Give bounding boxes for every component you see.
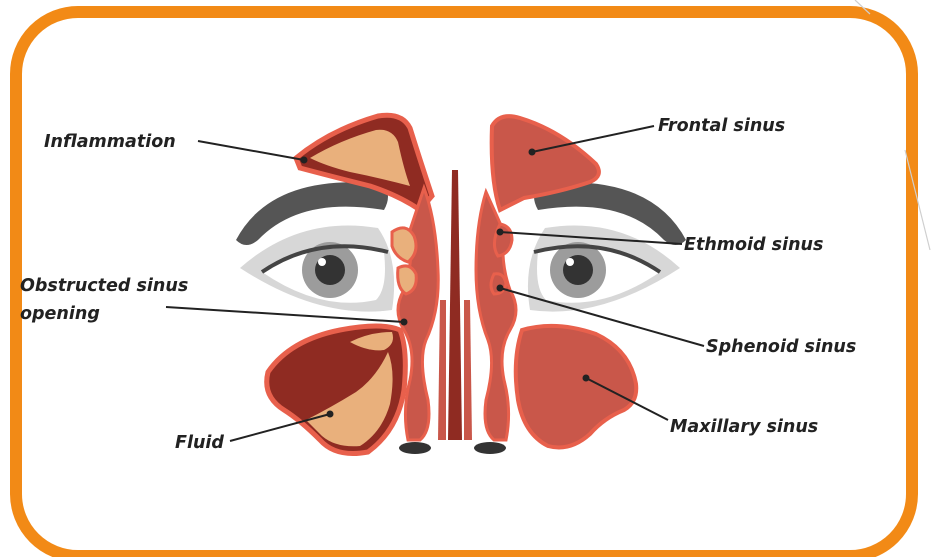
- ethmoid-dot: [497, 229, 504, 236]
- maxillary-dot: [583, 375, 590, 382]
- left-septum-strip: [438, 300, 446, 440]
- inflammation-dot: [301, 157, 308, 164]
- nasal-septum: [448, 170, 462, 440]
- fluid-dot: [327, 411, 334, 418]
- right-nostril: [474, 442, 506, 454]
- label-maxillary-sinus: Maxillary sinus: [670, 417, 818, 437]
- label-fluid: Fluid: [175, 433, 224, 453]
- label-sphenoid-sinus: Sphenoid sinus: [706, 337, 856, 357]
- right-septum-strip: [464, 300, 472, 440]
- sphenoid-dot: [497, 285, 504, 292]
- label-obstructed-line1: Obstructed sinus: [20, 276, 188, 296]
- left-ethmoid-cell-upper: [392, 228, 416, 262]
- inflammation-leader: [198, 141, 304, 160]
- frontal-dot: [529, 149, 536, 156]
- right-eye: [528, 182, 686, 311]
- corner-decoration-line: [855, 0, 930, 250]
- left-eye-highlight: [318, 258, 326, 266]
- right-maxillary-sinus: [516, 326, 637, 448]
- left-eye: [236, 182, 394, 311]
- label-frontal-sinus: Frontal sinus: [658, 116, 785, 136]
- left-nostril: [399, 442, 431, 454]
- right-ethmoid-cell: [494, 224, 512, 256]
- obstructed-dot: [401, 319, 408, 326]
- label-ethmoid-sinus: Ethmoid sinus: [684, 235, 823, 255]
- right-eye-highlight: [566, 258, 574, 266]
- label-inflammation: Inflammation: [44, 132, 176, 152]
- left-ethmoid-cell-lower: [398, 266, 417, 294]
- left-maxillary-sinus: [267, 326, 406, 454]
- label-obstructed-line2: opening: [20, 304, 100, 324]
